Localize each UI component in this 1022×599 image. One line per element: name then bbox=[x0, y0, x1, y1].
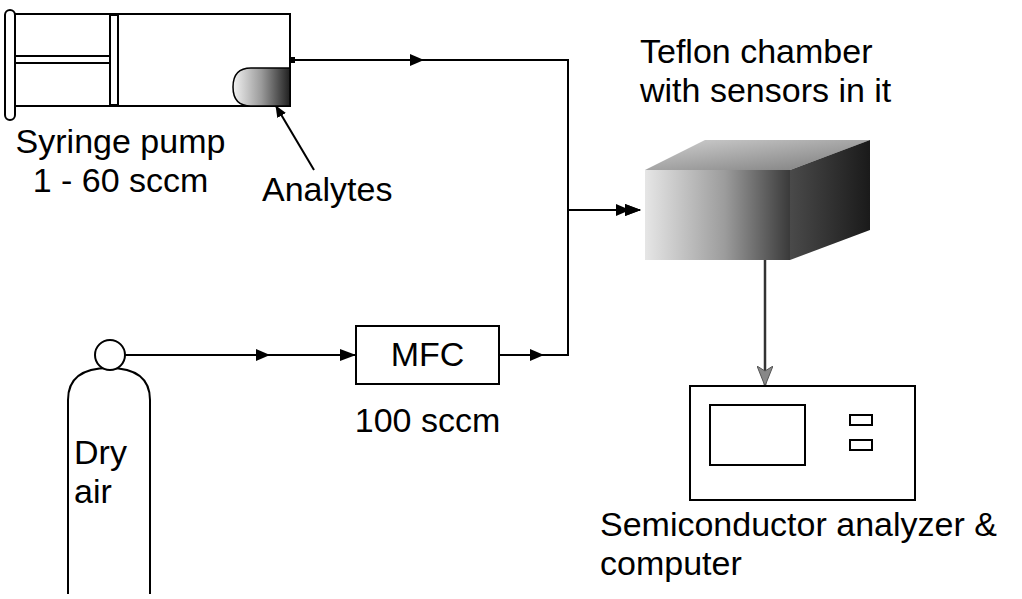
flow-connector bbox=[153, 354, 355, 356]
node-label: Syringe pump 1 - 60 sccm bbox=[8, 122, 233, 200]
teflon-chamber: Teflon chamber with sensors in it bbox=[640, 32, 940, 260]
node-label: Semiconductor analyzer & computer bbox=[600, 505, 1005, 583]
node-label: MFC bbox=[391, 335, 465, 374]
node-label: Dry air bbox=[74, 433, 146, 511]
dry-air-cylinder: Dry air bbox=[65, 338, 153, 596]
node-label: Teflon chamber with sensors in it bbox=[640, 32, 940, 110]
semiconductor-analyzer: Semiconductor analyzer & computer bbox=[600, 385, 1015, 595]
flow-connector bbox=[500, 210, 640, 355]
node-sublabel: 100 sccm bbox=[355, 401, 501, 440]
part-label: Analytes bbox=[262, 170, 392, 209]
mass-flow-controller: MFC100 sccm bbox=[355, 325, 500, 385]
syringe-pump: Syringe pump 1 - 60 sccm bbox=[5, 10, 295, 200]
flow-connector bbox=[764, 260, 767, 385]
leader-line bbox=[276, 106, 314, 170]
